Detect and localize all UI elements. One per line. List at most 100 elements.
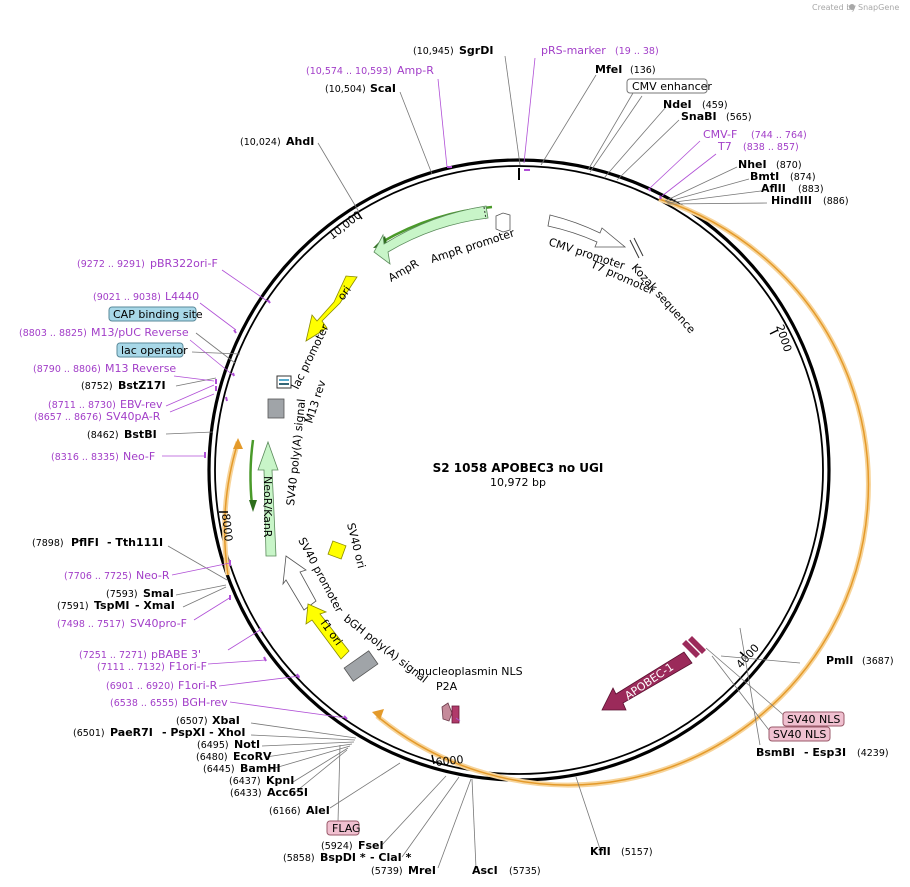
primer-l4440-range: (9021 .. 9038) xyxy=(93,292,161,303)
sv40-nls-box-2[interactable] xyxy=(768,726,831,742)
enzyme-aflii: AflII xyxy=(761,182,786,195)
flag-box[interactable] xyxy=(326,820,360,836)
primer-marks xyxy=(204,166,662,720)
label-ampr-promoter: AmpR promoter xyxy=(429,226,517,266)
cds-arc-head xyxy=(372,709,384,720)
primer-t7-range: (838 .. 857) xyxy=(743,142,799,153)
primer-pbabe: pBABE 3' xyxy=(151,648,201,661)
tick-label-2000: 2000 xyxy=(773,323,794,354)
sv40-promoter-arrow[interactable] xyxy=(282,555,317,611)
enzyme-bstz17i-pos: (8752) xyxy=(81,381,113,392)
f1-ori-arrow[interactable] xyxy=(305,603,350,660)
sv40-ori-box[interactable] xyxy=(327,540,347,560)
primer-neo-f: Neo-F xyxy=(123,450,155,463)
credit-text: Created by xyxy=(812,3,856,12)
primer-bgh-rev-range: (6538 .. 6555) xyxy=(110,698,178,709)
small-orange-arc-head xyxy=(233,438,243,449)
enzyme-snabi: SnaBI xyxy=(681,110,717,123)
enzyme-mrei: MreI xyxy=(408,864,436,877)
primer-l4440: L4440 xyxy=(165,290,199,303)
primer-pbr322ori-f-range: (9272 .. 9291) xyxy=(77,259,145,270)
enzyme-snabi-pos: (565) xyxy=(726,112,752,123)
primer-neo-r-range: (7706 .. 7725) xyxy=(64,571,132,582)
enzyme-tspmi: TspMI xyxy=(94,599,130,612)
primer-f1ori-r: F1ori-R xyxy=(178,679,218,692)
enzyme-esp3i: - Esp3I xyxy=(804,746,846,759)
enzyme-pspxi-xhoi: - PspXI - XhoI xyxy=(162,726,245,739)
cmv-enhancer-label: CMV enhancer xyxy=(632,80,712,93)
sv40-nls-mark-1 xyxy=(682,640,700,658)
enzyme-kpni: KpnI xyxy=(266,774,294,787)
primer-m13-reverse: M13 Reverse xyxy=(105,362,176,375)
label-ampr: AmpR xyxy=(386,257,421,285)
neor-arrow[interactable] xyxy=(257,440,279,557)
enzyme-ndei: NdeI xyxy=(663,98,692,111)
primer-f1ori-f: F1ori-F xyxy=(169,660,207,673)
enzyme-hindiii-pos: (886) xyxy=(823,196,849,207)
enzyme-hindiii: HindIII xyxy=(771,194,812,207)
cmv-promoter-arrow[interactable] xyxy=(547,214,627,248)
sv40-polya-rect[interactable] xyxy=(267,398,285,419)
primer-m13puc-range: (8803 .. 8825) xyxy=(19,328,87,339)
enzyme-pflfi: PflFI xyxy=(71,536,99,549)
enzyme-aflii-pos: (883) xyxy=(798,184,824,195)
primer-f1ori-f-range: (7111 .. 7132) xyxy=(97,662,165,673)
boxed-labels: CMV enhancer CAP binding site lac operat… xyxy=(108,78,845,836)
cmv-enhancer-box[interactable] xyxy=(626,78,708,94)
enzyme-kfli-pos: (5157) xyxy=(621,847,653,858)
primer-amp-r-range: (10,574 .. 10,593) xyxy=(306,66,392,77)
small-orange-arc-halo xyxy=(222,441,241,576)
ampr-arrow[interactable] xyxy=(373,205,489,265)
bgh-polya-rect[interactable] xyxy=(343,650,379,682)
primer-sv40pro-f: SV40pro-F xyxy=(130,617,187,630)
enzyme-kfli: KflI xyxy=(590,845,611,858)
enzyme-acc65i: Acc65I xyxy=(267,786,308,799)
cap-site-box[interactable] xyxy=(108,306,197,322)
enzyme-ndei-pos: (459) xyxy=(702,100,728,111)
label-kozak: Kozak sequence xyxy=(629,261,698,336)
enzyme-paer7i-pos: (6501) xyxy=(73,728,105,739)
enzyme-mfei-pos: (136) xyxy=(630,65,656,76)
enzyme-noti-pos: (6495) xyxy=(197,740,229,751)
primer-cmv-f: CMV-F xyxy=(703,128,737,141)
neor-green-arc-head xyxy=(249,500,257,512)
tick-label-6000: 6000 xyxy=(435,753,464,769)
p2a-box[interactable] xyxy=(441,702,453,722)
primer-t7: T7 xyxy=(717,140,732,153)
enzyme-fsei-pos: (5924) xyxy=(321,841,353,852)
label-p2a: P2A xyxy=(436,680,458,693)
primer-pbabe-range: (7251 .. 7271) xyxy=(79,650,147,661)
enzyme-xbai: XbaI xyxy=(212,714,240,727)
primer-pbr322ori-f: pBR322ori-F xyxy=(150,257,218,270)
enzyme-bstbi: BstBI xyxy=(124,428,157,441)
label-nucleoplasmin: nucleoplasmin NLS xyxy=(418,665,523,678)
enzyme-nhei: NheI xyxy=(738,158,767,171)
primer-m13puc: M13/pUC Reverse xyxy=(91,326,189,339)
ori-arrow[interactable] xyxy=(305,275,358,342)
enzyme-pflfi-pos: (7898) xyxy=(32,538,64,549)
primer-ebv-rev: EBV-rev xyxy=(120,398,163,411)
enzyme-pmli-pos: (3687) xyxy=(862,656,894,667)
enzyme-ecorv-pos: (6480) xyxy=(196,752,228,763)
kozak-mark xyxy=(633,237,644,257)
enzyme-asci-pos: (5735) xyxy=(509,866,541,877)
flag-label: FLAG xyxy=(332,822,361,835)
nucleoplasmin-nls-box[interactable] xyxy=(451,705,460,724)
ampr-promoter-arrow[interactable] xyxy=(495,212,511,233)
sv40-nls-box-1[interactable] xyxy=(782,711,845,727)
lac-operator-box[interactable] xyxy=(116,342,184,358)
enzyme-mfei: MfeI xyxy=(595,63,622,76)
primer-ebv-rev-range: (8711 .. 8730) xyxy=(48,400,116,411)
enzyme-tth111i: - Tth111I xyxy=(107,536,163,549)
enzyme-bamhi: BamHI xyxy=(240,762,281,775)
enzyme-tspmi-pos: (7591) xyxy=(57,601,89,612)
enzyme-smai: SmaI xyxy=(143,587,174,600)
primer-amp-r: Amp-R xyxy=(397,64,434,77)
enzyme-labels: (10,945) SgrDI MfeI (136) NdeI (459) Sna… xyxy=(32,44,894,877)
apobec1-arrow[interactable] xyxy=(601,651,693,711)
enzyme-alei: AleI xyxy=(306,804,330,817)
backbone-inner-circle xyxy=(214,165,824,775)
enzyme-alei-pos: (6166) xyxy=(269,806,301,817)
enzyme-clai: - ClaI * xyxy=(370,851,412,864)
